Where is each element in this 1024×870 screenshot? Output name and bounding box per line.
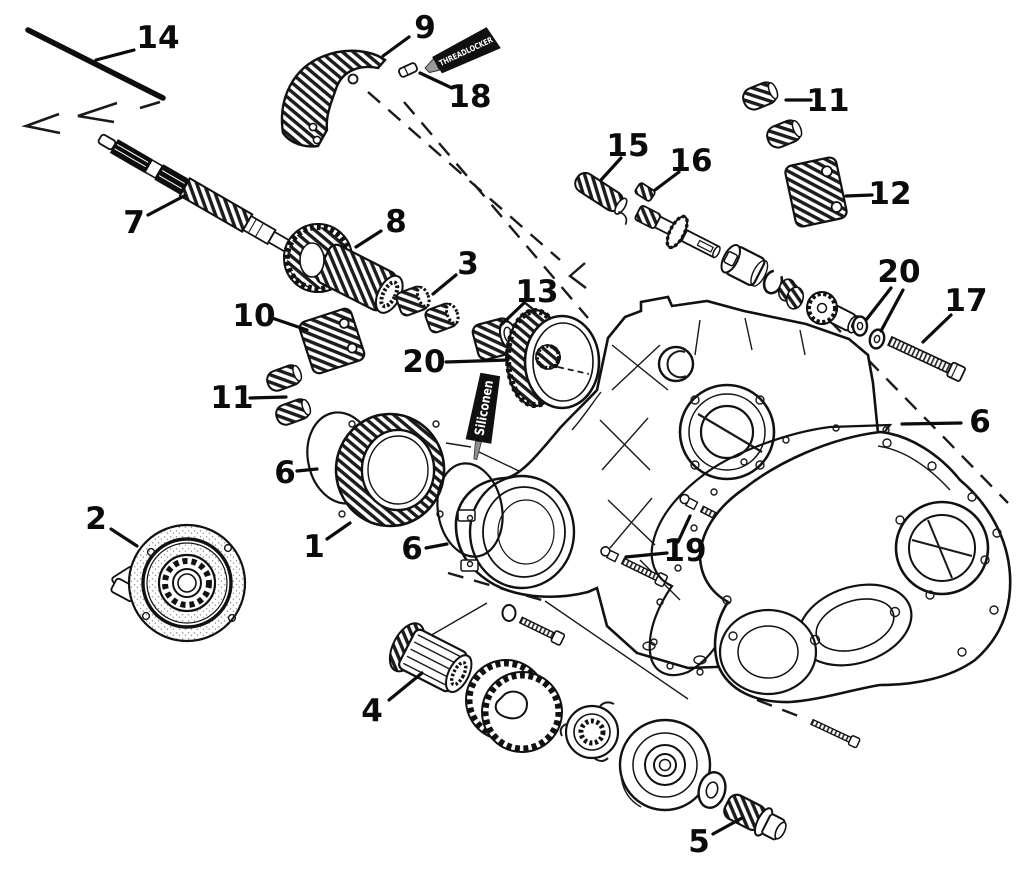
- callout-2-leader: [109, 527, 139, 548]
- clutch-gear-8: [283, 223, 404, 314]
- callout-20-left: 20: [402, 344, 445, 380]
- callout-17-leader: [921, 313, 953, 344]
- callout-6-right-leader: [900, 421, 963, 426]
- callout-11-top-right: 11: [806, 83, 849, 119]
- callout-19-leader-b: [624, 551, 669, 559]
- tensioner-spring-15: [574, 171, 628, 225]
- callout-13-leader: [499, 301, 526, 327]
- callout-6-lower-left: 6: [401, 531, 423, 567]
- shaft-extension-4: [388, 622, 473, 694]
- anchor-plate-12: [784, 156, 848, 228]
- mainshaft-7: [97, 133, 294, 254]
- double-sprocket: [465, 659, 563, 753]
- needle-bearings-3: [395, 285, 460, 334]
- sealant-tube: Siliconen: [465, 372, 501, 460]
- spline-hub: [559, 701, 620, 762]
- mounting-bolt-17: [887, 335, 966, 382]
- clutch-drum-gear-13: [505, 308, 601, 410]
- callout-6-lower-left-leader: [424, 542, 449, 550]
- callout-20-right: 20: [877, 254, 920, 290]
- bolt-bottom-right: [810, 718, 861, 749]
- callout-8: 8: [385, 204, 407, 240]
- callout-5-leader: [711, 816, 744, 836]
- callout-7: 7: [123, 205, 145, 241]
- callouts: 14 9 18 7 8 3 15 16 11 12 13 10 20 11 20…: [85, 10, 991, 860]
- callout-8-leader: [354, 229, 383, 249]
- callout-3: 3: [457, 246, 479, 282]
- sprocket-bolt-5: [723, 793, 787, 841]
- callout-7-leader: [146, 194, 186, 217]
- starter-gear: [806, 291, 861, 334]
- anchor-plate-10: [298, 307, 366, 375]
- fitting-18: [398, 62, 418, 78]
- thrust-washers-20: [851, 315, 886, 350]
- callout-12: 12: [868, 176, 911, 212]
- callout-2: 2: [85, 501, 107, 537]
- rollers-11-top-right: [742, 81, 803, 149]
- bolt-small: [518, 616, 566, 646]
- callout-18-leader: [418, 71, 454, 90]
- pushrod-14: [21, 27, 166, 135]
- callout-5: 5: [688, 824, 710, 860]
- spring-washers: [777, 278, 805, 310]
- flat-washer-small: [501, 604, 517, 622]
- callout-12-leader: [844, 193, 874, 198]
- case-clutch-boss: [457, 474, 576, 590]
- starter-shaft: [634, 205, 721, 259]
- outer-primary-cover: [698, 430, 1012, 704]
- callout-19: 19: [663, 533, 706, 569]
- callout-14: 14: [136, 20, 179, 56]
- callout-3-leader: [431, 273, 458, 296]
- callout-1-leader: [325, 521, 352, 541]
- gasket-6-lower-left: [436, 462, 504, 558]
- callout-10-leader: [270, 316, 309, 332]
- callout-20-right-leader-a: [864, 286, 893, 322]
- rollers-11-left: [266, 364, 312, 426]
- callout-1: 1: [303, 529, 325, 565]
- callout-13: 13: [515, 274, 558, 310]
- callout-20-left-leader: [444, 358, 510, 364]
- callout-4: 4: [361, 693, 383, 729]
- callout-6-upper-left: 6: [274, 455, 296, 491]
- callout-9: 9: [414, 10, 436, 46]
- callout-4-leader: [387, 671, 424, 702]
- callout-15: 15: [606, 128, 649, 164]
- starter-bushing: [720, 243, 769, 287]
- callout-20-right-leader-b: [879, 288, 905, 333]
- callout-14-leader: [94, 48, 136, 62]
- callout-11-left-leader: [248, 395, 288, 400]
- callout-6-upper-left-leader: [295, 467, 319, 473]
- chain-tensioner-shoe-9: [280, 49, 387, 148]
- callout-15-leader: [599, 156, 623, 182]
- callout-11-left: 11: [210, 380, 253, 416]
- bearing-housing-2: [110, 523, 247, 643]
- callout-16-leader: [653, 170, 681, 192]
- clutch-shell-1: [334, 412, 446, 528]
- compensator-roller: [618, 718, 712, 812]
- callout-10: 10: [232, 298, 275, 334]
- callout-17: 17: [944, 283, 987, 319]
- pin-16: [634, 182, 656, 202]
- callout-9-leader: [381, 35, 411, 58]
- callout-19-leader-a: [676, 514, 692, 544]
- callout-6-right: 6: [969, 404, 991, 440]
- callout-18: 18: [448, 79, 491, 115]
- flat-washer-5-hole: [705, 781, 719, 799]
- callout-16: 16: [669, 143, 712, 179]
